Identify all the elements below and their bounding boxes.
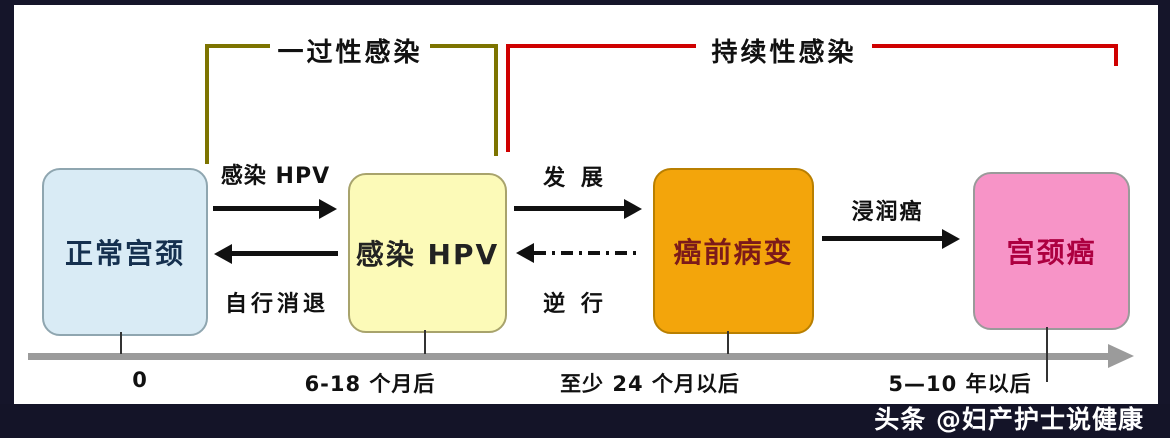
infect-arrow [213, 206, 319, 211]
transient-bracket-line-left [205, 44, 270, 48]
develop-arrow [514, 206, 624, 211]
persistent-infection-label: 持续性感染 [711, 38, 857, 68]
persistent-bracket-line-right [872, 44, 1118, 48]
timeline-arrowhead-icon [1108, 344, 1134, 368]
stage-label-hpv-infection: 感染 HPV [355, 238, 500, 271]
stage-box-precancerous-lesion: 癌前病变 [653, 168, 814, 334]
regress-arrow [232, 251, 338, 256]
persistent-bracket-drop-right [1114, 44, 1118, 66]
stage-box-normal-cervix: 正常宫颈 [42, 168, 208, 336]
transient-bracket-drop-left [205, 44, 209, 164]
transient-infection-label: 一过性感染 [277, 38, 423, 68]
reverse-arrow [534, 251, 640, 255]
persistent-bracket-line-left [506, 44, 696, 48]
frame-left-edge [0, 0, 14, 438]
develop-label: 发 展 [543, 166, 607, 191]
stage-label-cervical-cancer: 宫颈癌 [1006, 236, 1097, 269]
stage-label-normal-cervix: 正常宫颈 [64, 237, 185, 270]
timeline-axis [28, 353, 1108, 360]
time-label-precancer: 至少 24 个月以后 [560, 372, 740, 396]
frame-bottom-strip [0, 404, 1170, 438]
self-regression-label: 自行消退 [224, 292, 329, 317]
invade-arrow [822, 236, 942, 241]
stage-label-precancerous-lesion: 癌前病变 [673, 236, 794, 269]
stage-box-cervical-cancer: 宫颈癌 [973, 172, 1130, 330]
frame-right-edge [1158, 0, 1170, 438]
tick-cancer [1046, 327, 1048, 382]
tick-normal [120, 332, 122, 354]
reverse-label: 逆 行 [543, 292, 607, 317]
stage-box-hpv-infection: 感染 HPV [348, 173, 507, 333]
frame-top-edge [0, 0, 1170, 5]
transient-bracket-line-right [430, 44, 498, 48]
time-label-normal: 0 [132, 368, 148, 392]
persistent-bracket-drop-left [506, 44, 510, 152]
tick-hpv [424, 330, 426, 354]
time-label-cancer: 5—10 年以后 [888, 372, 1032, 396]
infect-hpv-label: 感染 HPV [220, 164, 331, 189]
transient-bracket-drop-right [494, 44, 498, 156]
tick-precancer [727, 331, 729, 354]
toutiao-watermark: 头条 @妇产护士说健康 [874, 405, 1144, 434]
time-label-hpv: 6-18 个月后 [304, 372, 436, 396]
invasive-cancer-label: 浸润癌 [851, 200, 924, 225]
